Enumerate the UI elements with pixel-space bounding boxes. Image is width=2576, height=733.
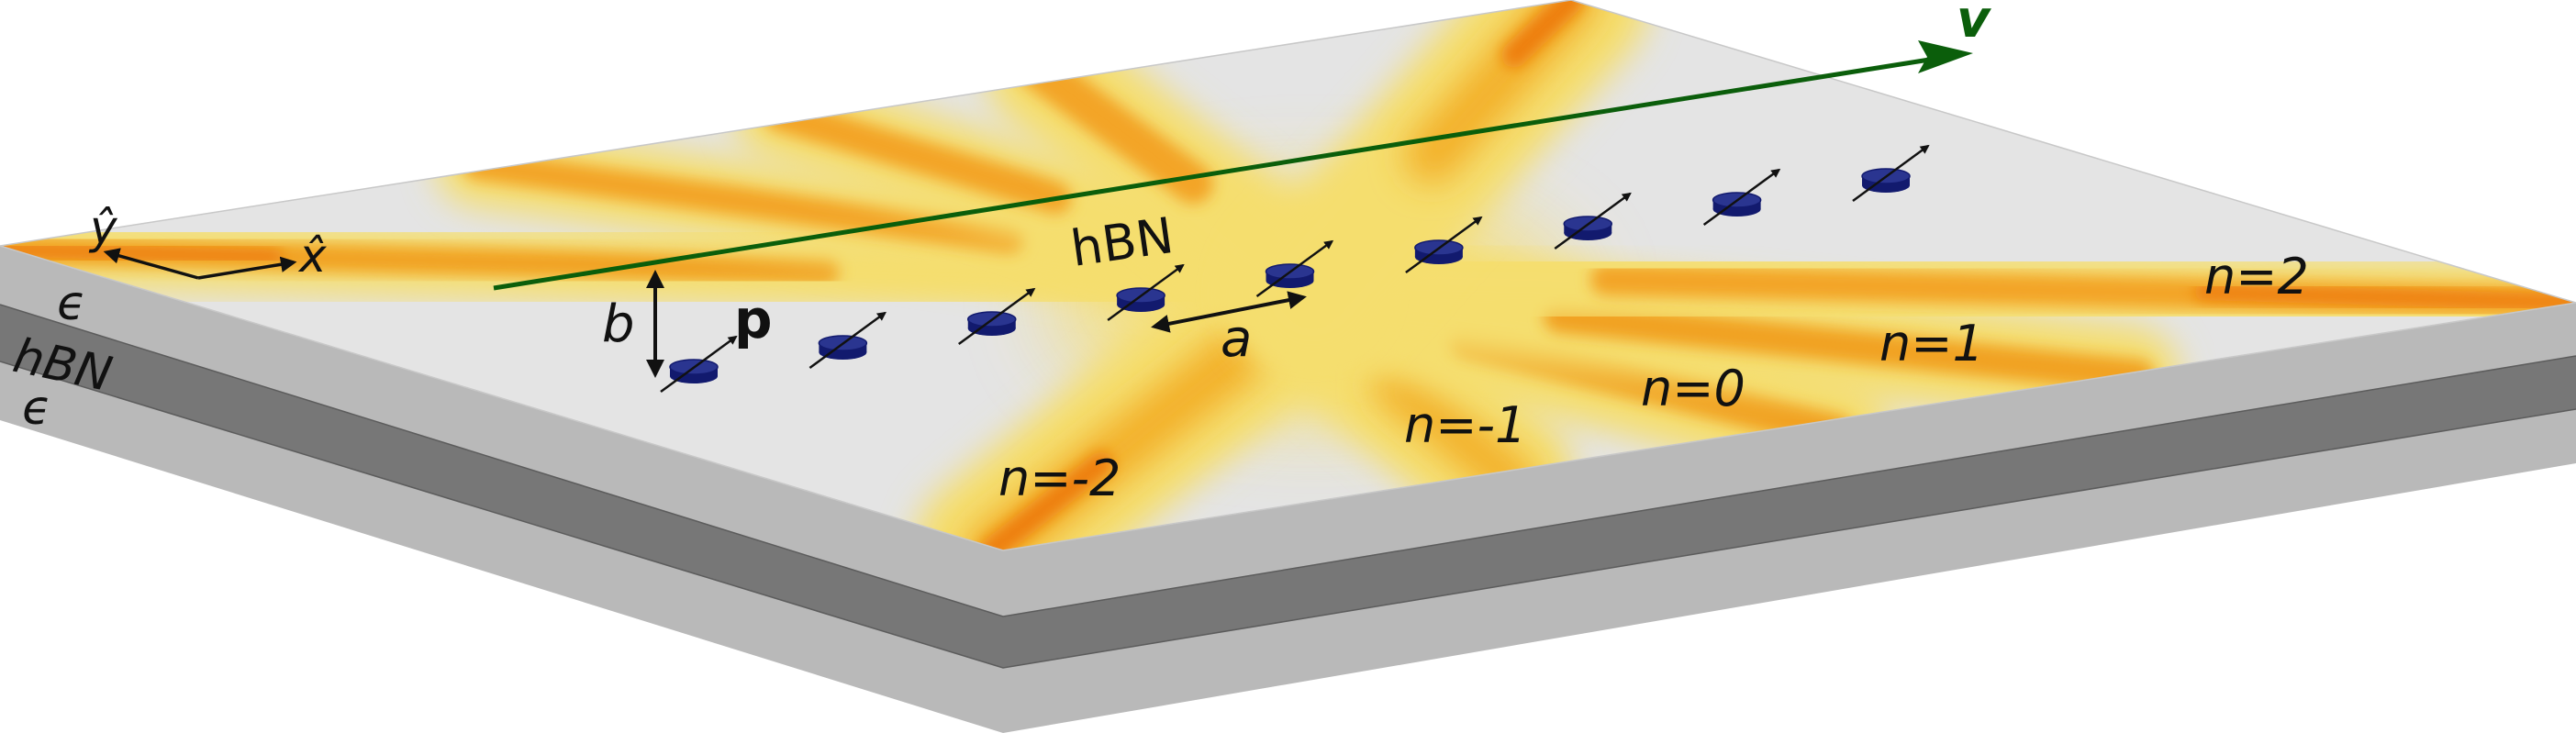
dipole-7 — [1554, 192, 1632, 250]
dipole-label: p — [734, 288, 773, 350]
axes-indicator — [103, 248, 297, 280]
axis-x-label: x̂ — [297, 229, 327, 283]
velocity-arrowhead — [1918, 40, 1973, 73]
dipole-3 — [958, 287, 1036, 346]
epsilon-layer-bottom-right — [1003, 409, 2576, 733]
epsilon-layer-top-right — [1003, 303, 2576, 616]
velocity-label: v — [1957, 0, 1991, 50]
epsilon-layer-top-left — [0, 246, 1003, 616]
dipole-array — [660, 144, 1930, 394]
dipole-5 — [1255, 239, 1334, 298]
order-label-n-1: n=1 — [1879, 315, 1984, 372]
electron-trajectory — [493, 40, 1973, 291]
beam-n-2 — [1271, 234, 2576, 344]
dipole-9 — [1852, 144, 1930, 203]
height-label: b — [602, 294, 635, 354]
epsilon-top-label: ϵ — [57, 276, 86, 331]
epsilon-bottom-label: ϵ — [22, 381, 51, 436]
spacing-label: a — [1221, 309, 1252, 369]
order-label-n-0: n=0 — [1641, 360, 1745, 417]
dipole-8 — [1702, 168, 1781, 227]
spacing-arrow — [1151, 291, 1307, 333]
order-label-n-minus-1: n=-1 — [1404, 396, 1526, 454]
epsilon-layer-bottom-left — [0, 361, 1003, 733]
dipole-2 — [808, 311, 887, 370]
order-label-n-minus-2: n=-2 — [998, 450, 1121, 507]
hbn-top-label: hBN — [1067, 206, 1176, 278]
hbn-layer-left — [0, 305, 1003, 668]
order-label-n-2: n=2 — [2204, 248, 2309, 305]
slab-layers — [0, 246, 2576, 733]
dipole-1 — [660, 335, 738, 394]
beam-back-right — [1234, 0, 1649, 372]
dipole-6 — [1405, 216, 1483, 274]
axis-y-label: ŷ — [88, 201, 118, 254]
hbn-layer-right — [1003, 356, 2576, 668]
